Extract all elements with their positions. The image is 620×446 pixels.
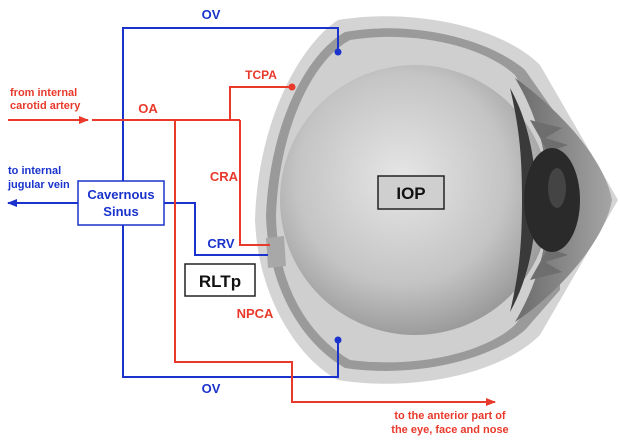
from-carotid-label-line1: from internal	[10, 87, 77, 99]
cavernous-sinus-box	[77, 180, 165, 226]
oa-label: OA	[138, 101, 158, 116]
cra-line	[239, 120, 270, 246]
ov-top-line	[122, 27, 339, 200]
cavernous-sinus-label-line2: Sinus	[103, 204, 138, 219]
iop-box	[377, 175, 445, 210]
lens-highlight	[548, 168, 566, 208]
arterial-lines	[8, 86, 496, 406]
anterior-label-line1: to the anterior part of	[394, 410, 506, 422]
optic-nerve-head	[266, 236, 286, 268]
anterior-label-line2: the eye, face and nose	[391, 424, 508, 436]
ov-top-label: OV	[202, 7, 221, 22]
ov-top-node	[334, 48, 342, 56]
cra-label: CRA	[210, 169, 239, 184]
crv-line	[164, 202, 268, 256]
ciliary-body-lower	[530, 248, 568, 280]
ov-bottom-line	[122, 218, 339, 378]
rltp-label: RLTp	[199, 272, 241, 291]
npca-label: NPCA	[237, 306, 274, 321]
to-jugular-label-line2: jugular vein	[7, 179, 70, 191]
venous-lines	[7, 27, 339, 378]
ov-bottom-node	[334, 336, 342, 344]
npca-line	[174, 120, 496, 406]
cavernous-sinus-label-line1: Cavernous	[87, 187, 154, 202]
crv-label: CRV	[207, 236, 235, 251]
from-carotid-label-line2: carotid artery	[10, 100, 81, 112]
to-jugular-label-line1: to internal	[8, 165, 61, 177]
ov-bottom-label: OV	[202, 381, 221, 396]
tcpa-label: TCPA	[245, 68, 277, 82]
rltp-box	[184, 263, 256, 297]
iris	[510, 88, 536, 312]
tcpa-node	[288, 83, 296, 91]
ciliary-body-upper	[530, 120, 568, 152]
tcpa-line	[229, 86, 292, 120]
iop-label: IOP	[396, 184, 425, 203]
